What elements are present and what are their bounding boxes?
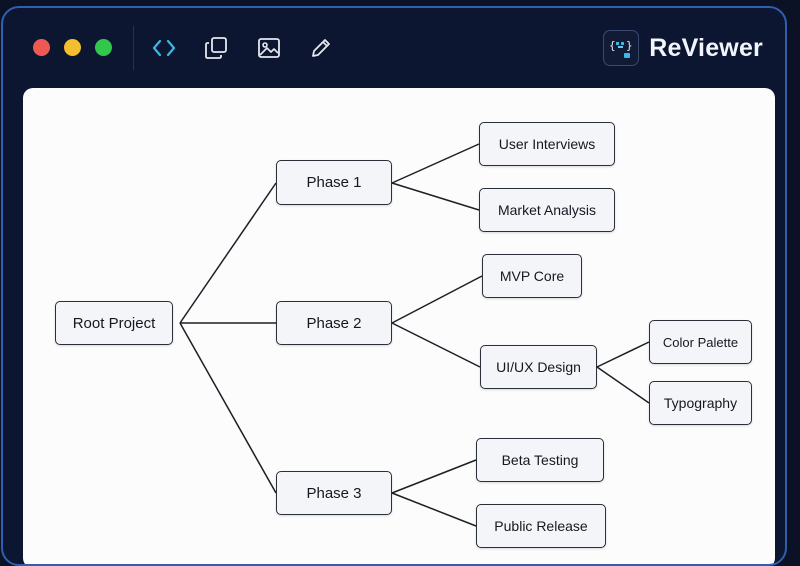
node-market-analysis[interactable]: Market Analysis	[479, 188, 615, 232]
edge-phase2-uiux	[391, 322, 481, 368]
image-button[interactable]	[255, 34, 283, 62]
copy-icon	[205, 37, 227, 59]
diagram-connectors	[179, 143, 650, 527]
node-phase-1[interactable]: Phase 1	[276, 160, 392, 205]
edge-root-phase1	[179, 182, 277, 324]
code-review-logo-icon: { }	[603, 30, 640, 66]
code-icon	[152, 39, 176, 57]
code-view-button[interactable]	[150, 34, 178, 62]
edge-phase3-beta	[391, 459, 477, 494]
svg-text:}: }	[626, 39, 633, 52]
svg-text:{: {	[609, 39, 616, 52]
copy-button[interactable]	[202, 34, 230, 62]
node-color-palette[interactable]: Color Palette	[649, 320, 752, 364]
edge-phase1-market	[391, 182, 480, 211]
edit-button[interactable]	[307, 34, 335, 62]
edge-uiux-typography	[596, 366, 650, 404]
node-user-interviews[interactable]: User Interviews	[479, 122, 615, 166]
edge-phase1-interviews	[391, 143, 480, 184]
edge-uiux-palette	[596, 341, 650, 368]
minimize-window-button[interactable]	[64, 39, 81, 56]
app-window: { } ReViewer	[1, 6, 787, 566]
brand: { } ReViewer	[603, 28, 763, 68]
image-icon	[258, 38, 280, 58]
edge-phase2-mvp	[391, 275, 483, 324]
node-phase-2[interactable]: Phase 2	[276, 301, 392, 345]
node-typography[interactable]: Typography	[649, 381, 752, 425]
node-mvp-core[interactable]: MVP Core	[482, 254, 582, 298]
node-beta-testing[interactable]: Beta Testing	[476, 438, 604, 482]
node-uiux-design[interactable]: UI/UX Design	[480, 345, 597, 389]
close-window-button[interactable]	[33, 39, 50, 56]
node-root-project[interactable]: Root Project	[55, 301, 173, 345]
diagram-canvas[interactable]: Root Project Phase 1 Phase 2 Phase 3 Use…	[23, 88, 775, 564]
maximize-window-button[interactable]	[95, 39, 112, 56]
edge-root-phase3	[179, 322, 277, 494]
app-name: ReViewer	[649, 33, 763, 62]
title-bar: { } ReViewer	[3, 8, 785, 88]
titlebar-divider	[133, 26, 134, 70]
edge-phase3-release	[391, 492, 477, 527]
node-public-release[interactable]: Public Release	[476, 504, 606, 548]
pencil-icon	[312, 39, 330, 57]
node-phase-3[interactable]: Phase 3	[276, 471, 392, 515]
